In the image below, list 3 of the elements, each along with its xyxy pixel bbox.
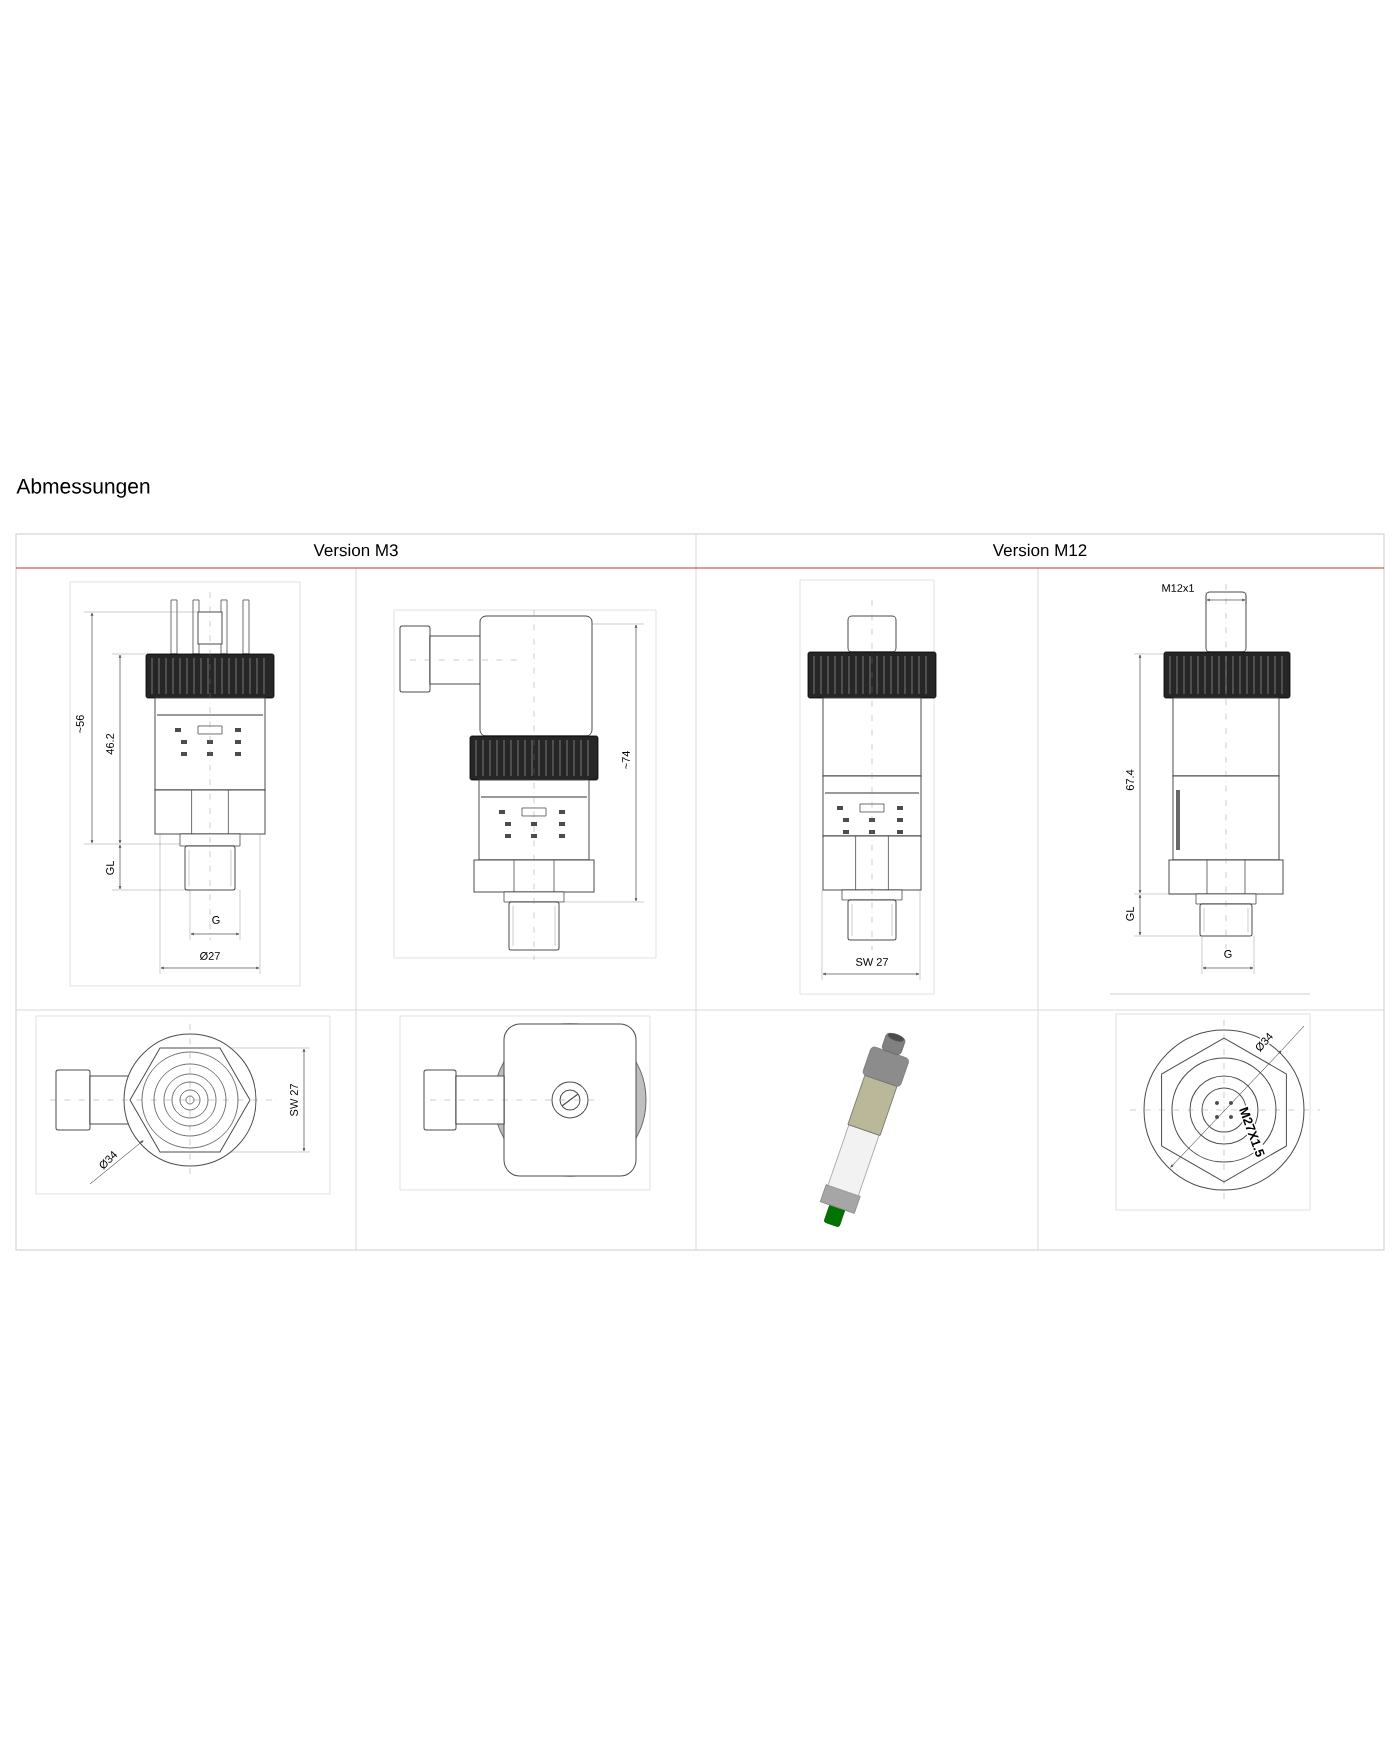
title: Abmessungen <box>16 478 150 498</box>
column-header: Version M3 <box>312 542 400 558</box>
column-header: Version M12 <box>991 542 1089 558</box>
